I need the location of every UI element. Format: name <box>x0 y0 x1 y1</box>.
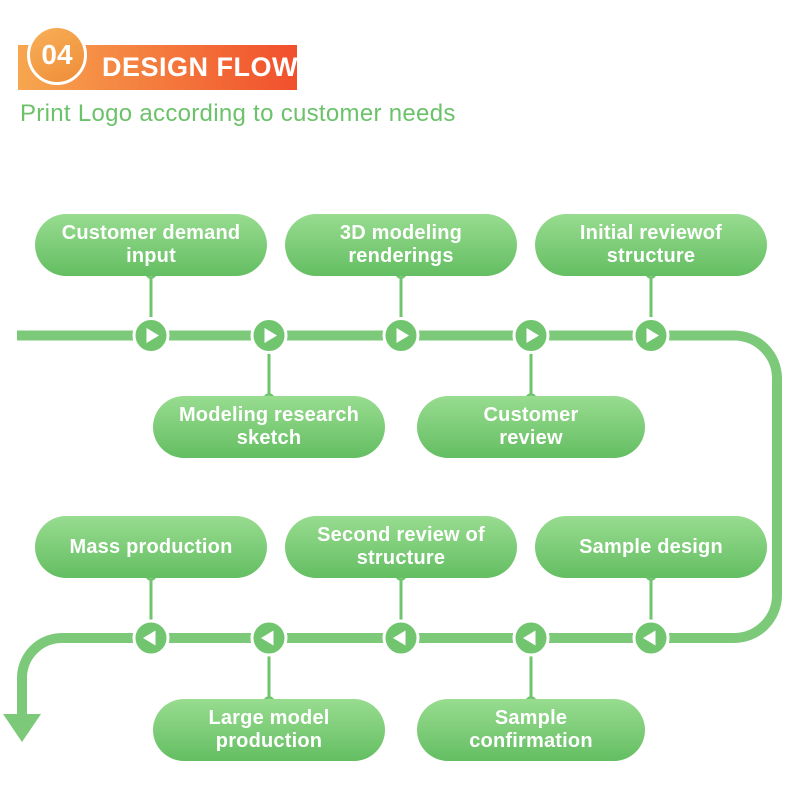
flow-node-customer-demand-input: Customer demand input <box>35 214 267 276</box>
arrow-right-icon <box>250 317 288 354</box>
step-number-badge: 04 <box>27 25 87 85</box>
arrow-left-icon <box>632 619 670 657</box>
section-subtitle: Print Logo according to customer needs <box>20 100 456 127</box>
arrow-left-icon <box>132 619 170 657</box>
flow-path <box>17 330 782 716</box>
flow-node-initial-review-of-structure: Initial reviewof structure <box>535 214 767 276</box>
arrow-left-icon <box>512 619 550 657</box>
arrow-right-icon <box>512 317 550 354</box>
stage1-arrows <box>132 317 670 354</box>
arrow-right-icon <box>382 317 420 354</box>
section-title: DESIGN FLOW <box>102 52 298 82</box>
arrow-right-icon <box>132 317 170 354</box>
arrow-left-icon <box>250 619 288 657</box>
arrow-left-icon <box>382 619 420 657</box>
flow-node-customer-review: Customer review <box>417 396 645 458</box>
flow-node-second-review-of-structure: Second review of structure <box>285 516 517 578</box>
node-connectors <box>149 276 653 700</box>
flow-node-mass-production: Mass production <box>35 516 267 578</box>
flow-node-sample-design: Sample design <box>535 516 767 578</box>
flow-node-sample-confirmation: Sample confirmation <box>417 699 645 761</box>
flow-node-3d-modeling-renderings: 3D modeling renderings <box>285 214 517 276</box>
arrow-right-icon <box>632 317 670 354</box>
stage2-arrows <box>132 619 670 657</box>
flow-end-down-arrow-icon <box>3 714 41 742</box>
flow-node-modeling-research-sketch: Modeling research sketch <box>153 396 385 458</box>
flow-node-large-model-production: Large model production <box>153 699 385 761</box>
